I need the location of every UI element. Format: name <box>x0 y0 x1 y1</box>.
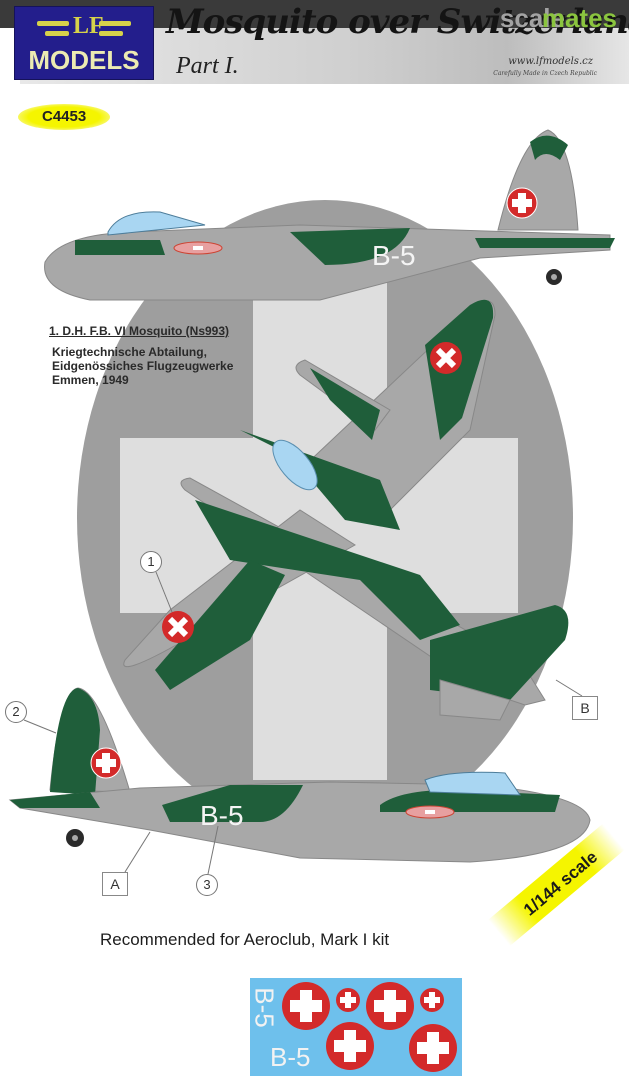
swiss-roundel-icon <box>420 988 444 1012</box>
unit-line-3: Emmen, 1949 <box>52 373 129 387</box>
product-code-badge <box>18 104 110 130</box>
logo-wing-left-lower-icon <box>45 31 69 36</box>
decal-registration-horizontal: B-5 <box>270 1042 311 1072</box>
callout-3: 3 <box>196 874 218 896</box>
aircraft-designation: 1. D.H. F.B. VI Mosquito (Ns993) <box>49 324 230 338</box>
registration-top: B-5 <box>372 240 416 271</box>
swiss-roundel-icon <box>336 988 360 1012</box>
website-link[interactable]: www.lfmodels.cz <box>508 56 593 67</box>
swiss-roundel-icon <box>409 1024 457 1072</box>
callout-1: 1 <box>140 551 162 573</box>
logo-text: MODELS <box>28 45 140 75</box>
unit-line-1: Kriegtechnische Abtailung, <box>52 345 207 359</box>
decal-roundels <box>282 982 457 1072</box>
page-title: Mosquito over Switzerland <box>166 2 629 42</box>
logo-wing-left-icon <box>37 21 69 26</box>
swiss-roundel-icon <box>430 342 462 374</box>
kit-recommendation: Recommended for Aeroclub, Mark I kit <box>100 930 390 949</box>
swiss-roundel-icon <box>326 1022 374 1070</box>
product-code: C4453 <box>42 108 87 125</box>
tagline: Carefully Made in Czech Republic <box>493 70 597 77</box>
callout-a: A <box>102 872 128 896</box>
lf-models-logo: LF MODELS <box>14 6 154 80</box>
page-subtitle: Part I. <box>176 53 239 79</box>
logo-wing-right-icon <box>99 21 131 26</box>
watermark-mates: mates <box>541 3 617 33</box>
swiss-roundel-icon <box>366 982 414 1030</box>
callout-b: B <box>572 696 598 720</box>
swiss-roundel-icon <box>90 747 122 779</box>
callout-2: 2 <box>5 701 27 723</box>
aircraft-unit: Kriegtechnische Abtailung, Eidgenössiche… <box>52 345 233 387</box>
swiss-roundel-icon <box>282 982 330 1030</box>
decal-sheet-preview: B-5 B-5 <box>250 978 462 1076</box>
swiss-roundel-icon <box>162 611 194 643</box>
logo-wing-right-lower-icon <box>99 31 123 36</box>
unit-line-2: Eidgenössiches Flugzeugwerke <box>52 359 234 373</box>
swiss-roundel-icon <box>506 187 538 219</box>
registration-bottom: B-5 <box>200 800 244 831</box>
watermark-scale: scale <box>499 3 565 33</box>
